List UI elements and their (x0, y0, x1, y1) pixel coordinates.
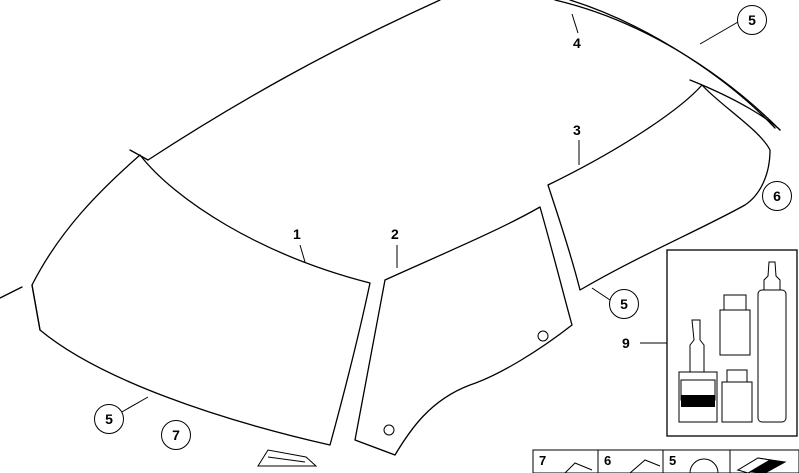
door-glass[interactable] (354, 206, 573, 456)
callout-5-side: 5 (609, 289, 639, 319)
roof-outline (147, 0, 441, 161)
legend-tab-7-label: 7 (539, 453, 547, 468)
callout-1-label: 1 (293, 226, 301, 242)
callout-4-label: 4 (573, 35, 581, 51)
callout-4: 4 (573, 35, 581, 51)
legend-tab-5-label: 5 (669, 453, 677, 468)
callout-6-label: 6 (773, 188, 781, 204)
callout-5-roof-label: 5 (748, 12, 756, 28)
legend-tab-6: 6 (604, 453, 611, 468)
roof-outline-front (129, 149, 149, 161)
applicator-bottle (678, 319, 718, 423)
callout-2-label: 2 (391, 226, 399, 242)
callout-7: 7 (161, 420, 191, 450)
callout-5-side-label: 5 (620, 296, 628, 312)
callout-3: 3 (573, 122, 581, 138)
leader-lines (119, 13, 739, 414)
callout-7-label: 7 (172, 427, 180, 443)
callout-9-label: 9 (622, 335, 630, 351)
roof-spoiler[interactable] (554, 0, 781, 131)
callout-3-label: 3 (573, 122, 581, 138)
hood-edge (0, 286, 23, 299)
quarter-glass[interactable] (547, 84, 771, 291)
legend-tab-6-label: 6 (604, 453, 612, 468)
legend-tab-5: 5 (669, 453, 676, 468)
repair-kit-box[interactable] (666, 249, 798, 437)
small-bottle (721, 369, 753, 423)
callout-5-windshield: 5 (94, 404, 124, 434)
callout-1: 1 (293, 226, 301, 242)
medium-bottle-top (719, 294, 751, 356)
callout-9: 9 (622, 335, 630, 351)
legend-tabs (532, 449, 799, 473)
callout-6: 6 (762, 181, 792, 211)
callout-5-windshield-label: 5 (105, 411, 113, 427)
tall-cartridge (757, 261, 787, 423)
small-glass-piece (257, 449, 318, 467)
callout-2: 2 (391, 226, 399, 242)
windshield[interactable] (31, 154, 371, 446)
legend-tab-7: 7 (539, 453, 546, 468)
callout-5-roof: 5 (737, 5, 767, 35)
